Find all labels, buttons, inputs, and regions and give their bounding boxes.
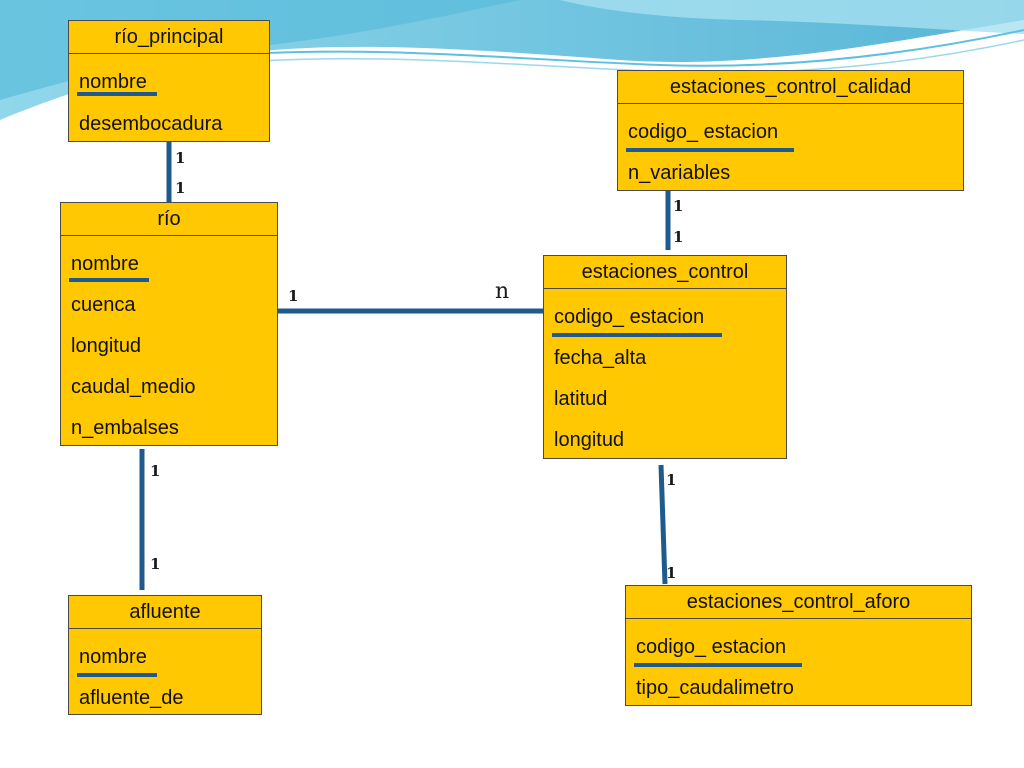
primary-key-underline [552,333,722,337]
entity-title: río [61,203,277,236]
primary-key-underline [77,673,157,677]
entity-attribute: latitud [554,388,608,410]
cardinality-label: 1 [150,555,161,573]
entity-attribute: codigo_ estacion [554,306,705,328]
cardinality-label: 1 [666,564,677,582]
entity-attribute: longitud [554,429,625,451]
entity-attribute: caudal_medio [71,376,196,398]
link-estaciones-control-aforo [658,464,668,585]
entity-estaciones-control-aforo[interactable]: estaciones_control_aforo codigo_ estacio… [625,585,972,706]
entity-rio[interactable]: río nombre cuenca longitud caudal_medio … [60,202,278,446]
entity-attribute: n_variables [628,162,731,184]
entity-attribute: nombre [71,253,139,275]
entity-attribute: n_embalses [71,417,179,439]
entity-attribute: fecha_alta [554,347,647,369]
entity-title: estaciones_control [544,256,786,289]
entity-estaciones-control-calidad[interactable]: estaciones_control_calidad codigo_ estac… [617,70,964,191]
entity-attribute: afluente_de [79,687,184,709]
entity-estaciones-control[interactable]: estaciones_control codigo_ estacion fech… [543,255,787,459]
cardinality-label: 1 [666,471,677,489]
cardinality-label: 1 [673,228,684,246]
entity-attribute: tipo_caudalimetro [636,677,794,699]
cardinality-label: n [495,279,510,304]
primary-key-underline [69,278,149,282]
primary-key-underline [626,148,794,152]
entity-rio-principal[interactable]: río_principal nombre desembocadura [68,20,270,142]
entity-afluente[interactable]: afluente nombre afluente_de [68,595,262,715]
cardinality-label: 1 [150,462,161,480]
entity-attribute: longitud [71,335,142,357]
entity-attribute: codigo_ estacion [628,121,779,143]
entity-title: estaciones_control_calidad [618,71,963,104]
entity-title: afluente [69,596,261,629]
entity-attribute: desembocadura [79,113,223,135]
entity-attribute: nombre [79,646,147,668]
primary-key-underline [77,92,157,96]
entity-attribute: cuenca [71,294,136,316]
cardinality-label: 1 [673,197,684,215]
primary-key-underline [634,663,802,667]
entity-title: río_principal [69,21,269,54]
cardinality-label: 1 [175,149,186,167]
cardinality-label: 1 [175,179,186,197]
entity-attribute: nombre [79,71,147,93]
cardinality-label: 1 [288,287,299,305]
entity-title: estaciones_control_aforo [626,586,971,619]
entity-attribute: codigo_ estacion [636,636,787,658]
